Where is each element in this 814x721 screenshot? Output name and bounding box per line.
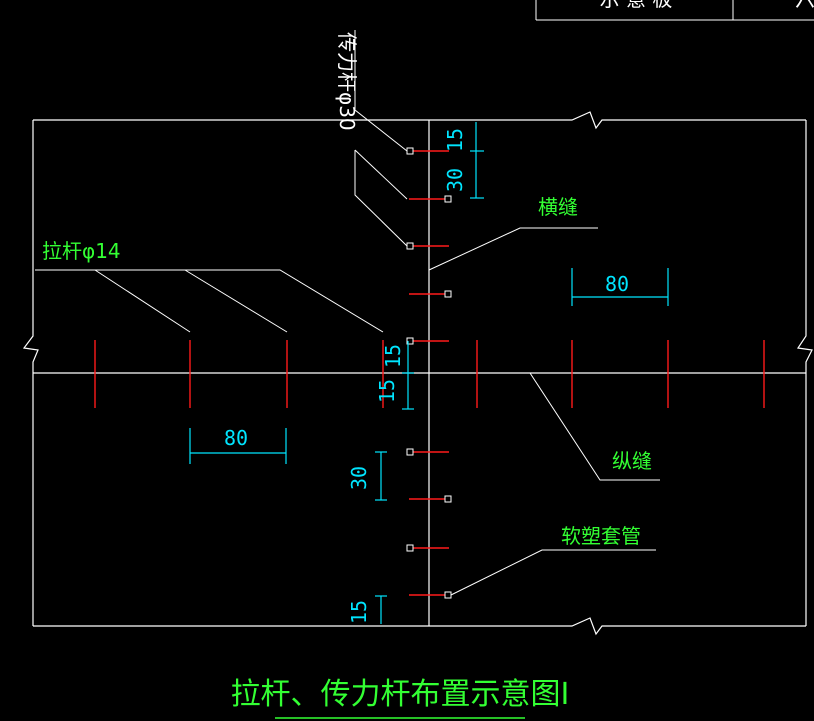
sleeve-leader: [450, 549, 656, 596]
sleeve-label: 软塑套管: [561, 524, 641, 548]
tie-leader: [35, 269, 384, 333]
header-cell-1: 示 意 板: [600, 0, 673, 11]
dowel-bar: [409, 290, 452, 298]
dim-center-15-upper: 15: [381, 344, 405, 368]
diagram-title: 拉杆、传力杆布置示意图Ⅰ: [231, 677, 570, 712]
header-cell-2: 六: [795, 0, 814, 11]
tie-leader: [184, 269, 288, 333]
dim-top-15: 15: [443, 128, 467, 152]
dowel-leader: [354, 30, 408, 152]
dowel-leader: [354, 150, 408, 247]
dowel-bar-label: 传力杆φ30: [335, 32, 359, 131]
tie-bar-label: 拉杆φ14: [42, 239, 121, 263]
longitudinal-joint-label: 纵缝: [612, 449, 652, 473]
dowel-leader: [354, 149, 408, 200]
transverse-leader: [428, 227, 598, 271]
dim-top-30: 30: [443, 168, 467, 192]
slab-outline: [22, 111, 813, 636]
dowel-bar: [406, 337, 449, 345]
leader-lines: [35, 30, 660, 596]
dim-center-15-lower: 15: [375, 379, 399, 403]
dowel-bar: [409, 495, 452, 503]
tie-bars: [94, 340, 765, 408]
transverse-joint-label: 横缝: [538, 195, 578, 219]
dowel-bar: [406, 544, 449, 552]
dim-left-80: 80: [224, 426, 248, 450]
tie-leader: [94, 269, 191, 333]
dowel-bar: [406, 448, 449, 456]
dimension-lines: [189, 122, 669, 624]
dim-bottom-15: 15: [347, 600, 371, 624]
dim-lower-30: 30: [347, 466, 371, 490]
longitudinal-leader: [529, 372, 660, 481]
dowel-bar: [409, 195, 452, 203]
dim-right-80: 80: [605, 272, 629, 296]
header-table: [535, 0, 814, 21]
